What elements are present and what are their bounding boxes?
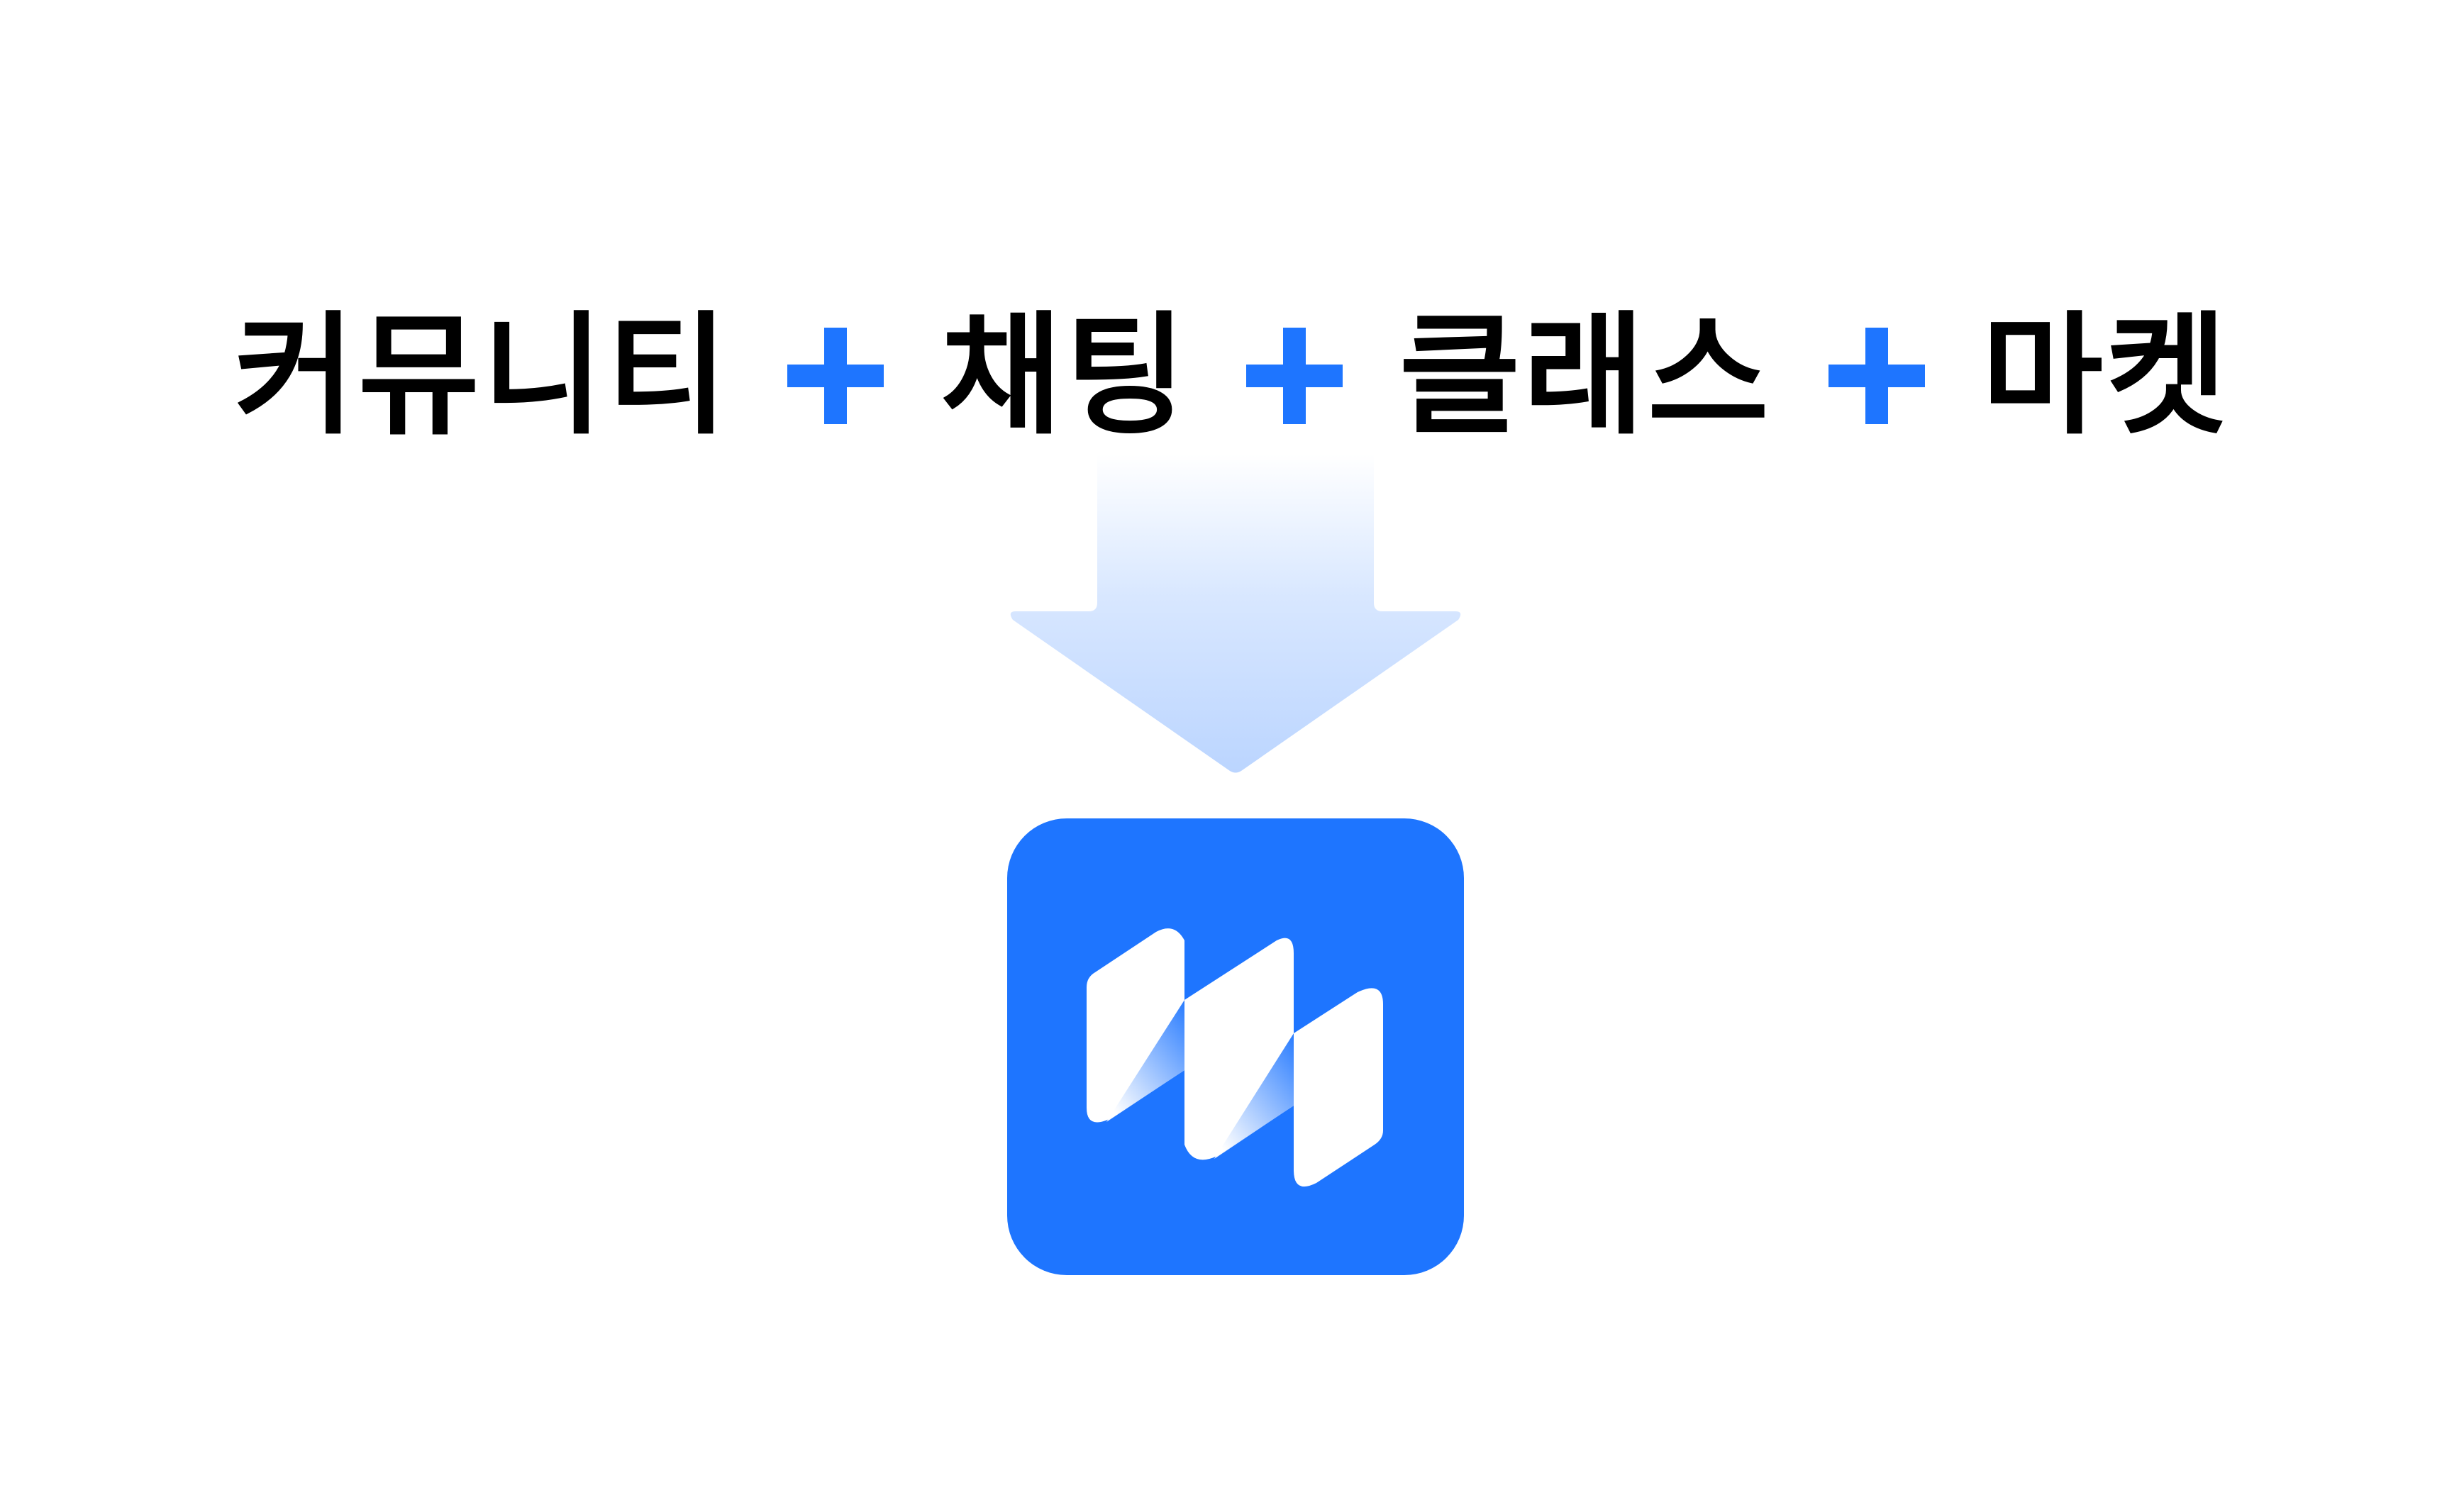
plus-icon bbox=[1828, 328, 1925, 424]
headline-word-chat: 채팅 bbox=[940, 299, 1189, 452]
brand-logo-icon bbox=[1007, 818, 1464, 1275]
headline-word-community: 커뮤니티 bbox=[233, 299, 731, 452]
headline-word-market: 마켓 bbox=[1981, 299, 2231, 452]
headline: 커뮤니티 채팅 클래스 마켓 bbox=[0, 298, 2464, 454]
down-arrow-icon bbox=[1010, 454, 1461, 773]
plus-icon bbox=[787, 328, 884, 424]
plus-icon bbox=[1245, 328, 1343, 424]
headline-word-class: 클래스 bbox=[1399, 299, 1772, 452]
